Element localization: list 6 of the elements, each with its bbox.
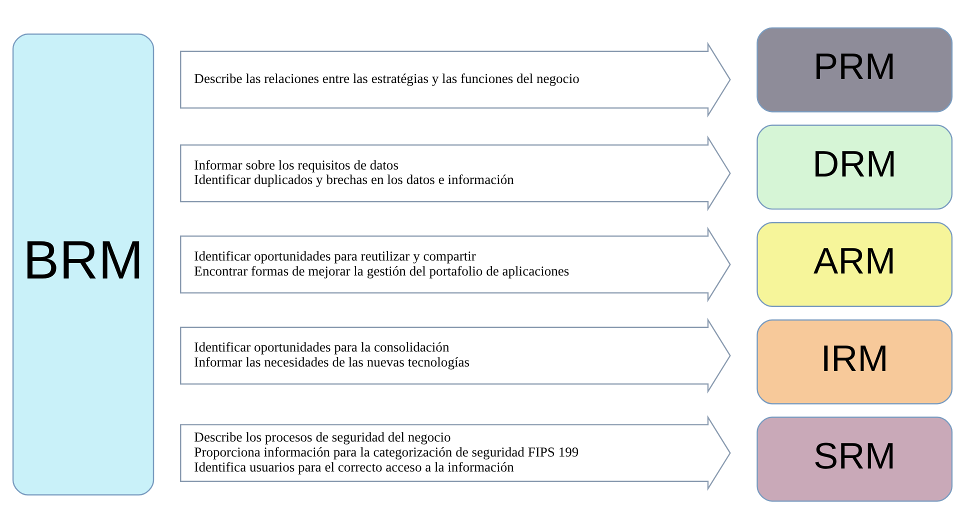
- node-box: DRM: [756, 124, 953, 210]
- node-box: IRM: [756, 318, 953, 404]
- node-box: ARM: [756, 221, 953, 306]
- node-box: SRM: [756, 416, 953, 502]
- node-box: BRM: [12, 32, 154, 496]
- node-box: PRM: [756, 26, 953, 112]
